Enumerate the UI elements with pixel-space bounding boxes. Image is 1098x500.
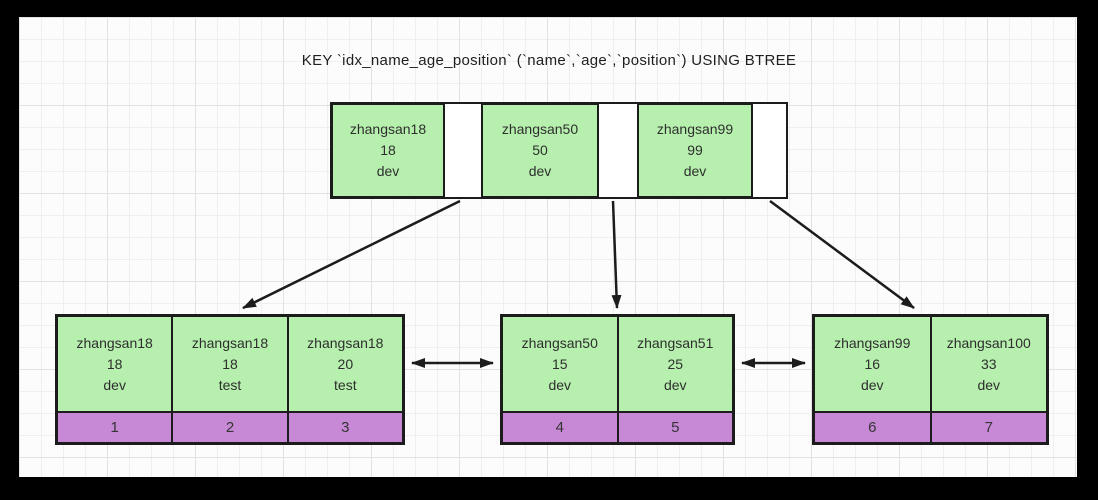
leaf-key-cell: zhangsan99 16 dev [814, 316, 931, 412]
key-name: zhangsan18 [191, 334, 269, 351]
key-position: dev [528, 163, 552, 179]
leaf-key-cell: zhangsan18 18 test [172, 316, 288, 412]
leaf-rowid-cell: 2 [172, 412, 288, 443]
diagram-title: KEY `idx_name_age_position` (`name`,`age… [301, 52, 797, 69]
key-age: 33 [980, 355, 997, 372]
key-age: 25 [667, 355, 684, 372]
key-position: dev [103, 376, 126, 393]
key-name: zhangsan99 [656, 121, 734, 137]
key-age: 99 [687, 142, 703, 158]
key-name: zhangsan18 [307, 334, 384, 351]
key-position: dev [977, 376, 1001, 393]
root-key-cell: zhangsan18 18 dev [331, 103, 445, 198]
leaf-key-cell: zhangsan50 15 dev [502, 316, 618, 412]
leaf-key-cell: zhangsan51 25 dev [617, 316, 733, 412]
leaf-rowid-cell: 1 [57, 412, 173, 443]
key-age: 18 [106, 355, 123, 372]
key-age: 50 [532, 142, 548, 158]
key-position: dev [663, 376, 687, 393]
key-name: zhangsan100 [946, 334, 1031, 351]
leaf-key-cell: zhangsan100 33 dev [930, 316, 1047, 412]
btree-root-node: zhangsan18 18 dev zhangsan50 50 dev zhan… [330, 102, 788, 199]
key-age: 20 [337, 355, 354, 372]
key-name: zhangsan51 [637, 334, 714, 351]
key-position: dev [860, 376, 884, 393]
leaf-rowid-cell: 5 [617, 412, 733, 443]
leaf-key-cell: zhangsan18 20 test [287, 316, 403, 412]
leaf-rowid-cell: 6 [814, 412, 931, 443]
key-name: zhangsan50 [501, 121, 579, 137]
key-name: zhangsan50 [521, 334, 598, 351]
key-position: test [334, 376, 357, 393]
root-key-cell: zhangsan50 50 dev [481, 103, 599, 198]
root-key-cell: zhangsan99 99 dev [637, 103, 753, 198]
key-position: test [218, 376, 242, 393]
key-position: dev [548, 376, 572, 393]
key-position: dev [683, 163, 707, 179]
key-name: zhangsan18 [76, 334, 153, 351]
key-age: 18 [380, 142, 396, 158]
leaf-rowid-cell: 4 [502, 412, 618, 443]
key-name: zhangsan99 [834, 334, 911, 351]
key-age: 15 [551, 355, 568, 372]
btree-leaf-node-middle: zhangsan50 15 dev zhangsan51 25 dev 4 5 [500, 314, 735, 445]
key-age: 16 [864, 355, 881, 372]
key-position: dev [376, 163, 400, 179]
btree-leaf-node-right: zhangsan99 16 dev zhangsan100 33 dev 6 7 [812, 314, 1049, 445]
leaf-key-cell: zhangsan18 18 dev [57, 316, 173, 412]
key-name: zhangsan18 [349, 121, 427, 137]
btree-leaf-node-left: zhangsan18 18 dev zhangsan18 18 test zha… [55, 314, 405, 445]
leaf-rowid-cell: 7 [930, 412, 1047, 443]
leaf-rowid-cell: 3 [287, 412, 403, 443]
key-age: 18 [222, 355, 238, 372]
